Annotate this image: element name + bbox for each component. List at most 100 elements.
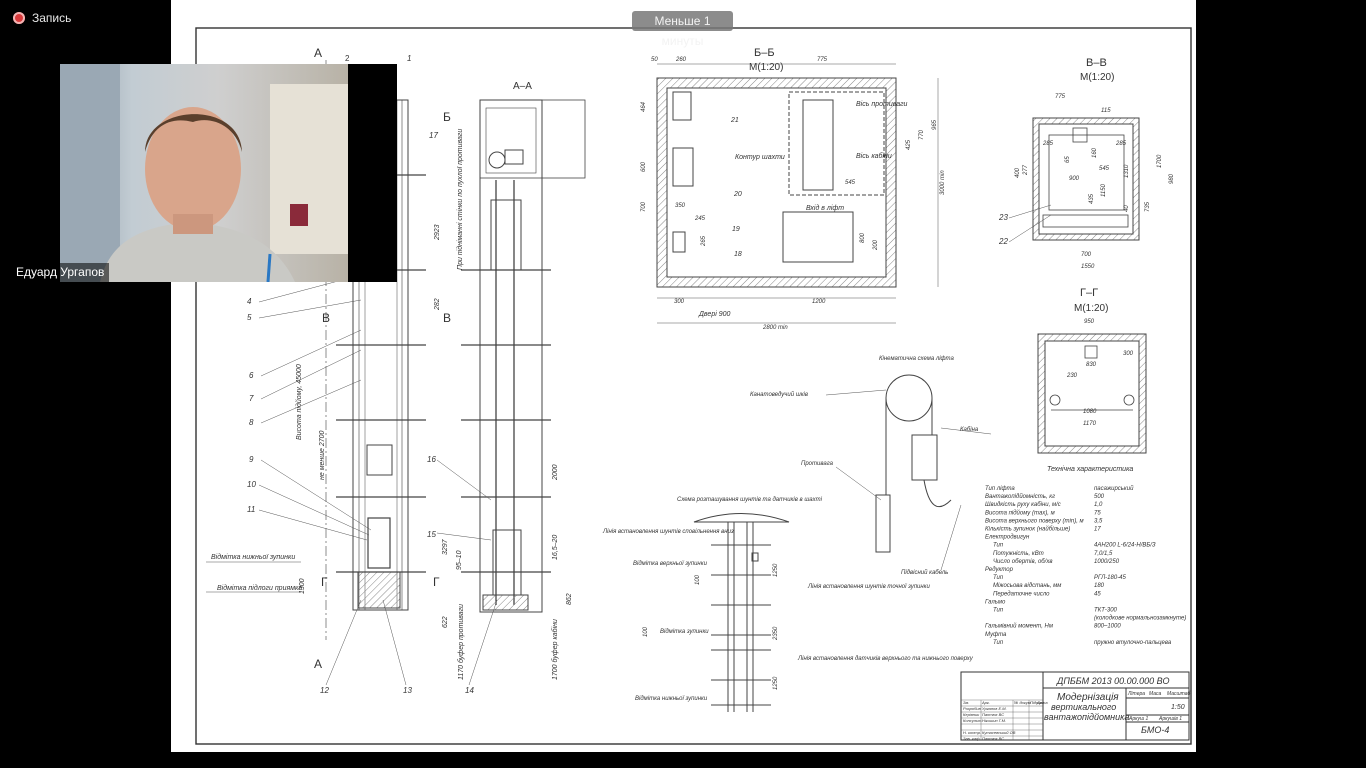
svg-text:1700 буфер кабіни: 1700 буфер кабіни xyxy=(551,619,559,680)
svg-text:22: 22 xyxy=(998,237,1008,246)
svg-text:Противага: Противага xyxy=(801,461,834,467)
svg-text:17: 17 xyxy=(429,131,438,140)
svg-text:8: 8 xyxy=(249,418,254,427)
svg-text:Модернізація: Модернізація xyxy=(1057,692,1119,703)
section-aa xyxy=(461,99,586,613)
svg-text:350: 350 xyxy=(675,203,686,209)
spec-label: Гальмо xyxy=(985,599,1006,605)
svg-text:Г: Г xyxy=(433,575,440,589)
svg-text:1150: 1150 xyxy=(1101,183,1107,197)
svg-text:БМО-4: БМО-4 xyxy=(1141,725,1169,735)
svg-text:1700: 1700 xyxy=(1157,154,1163,168)
svg-text:1300: 1300 xyxy=(299,578,306,594)
spec-value: 1,0 xyxy=(1094,502,1103,508)
svg-text:2800 min: 2800 min xyxy=(762,325,788,331)
svg-text:230: 230 xyxy=(1066,373,1078,379)
spec-value: РГЛ-180-45 xyxy=(1094,575,1127,581)
svg-text:4: 4 xyxy=(247,297,252,306)
svg-text:700: 700 xyxy=(1081,252,1092,258)
svg-text:245: 245 xyxy=(694,216,706,222)
spec-label: Кількість зупинок (найбільше) xyxy=(985,526,1070,533)
spec-value: 1000/250 xyxy=(1094,559,1120,565)
svg-text:464: 464 xyxy=(641,101,647,112)
spec-label: Тип xyxy=(993,543,1004,549)
spec-value: 17 xyxy=(1094,527,1101,533)
svg-text:622: 622 xyxy=(442,616,449,628)
svg-text:285: 285 xyxy=(1042,141,1054,147)
spec-value: 800–1000 xyxy=(1094,624,1121,630)
spec-value: 4AH200 L-6/24-Н/ВБ/З xyxy=(1094,543,1156,549)
participant-silhouette xyxy=(60,64,348,282)
svg-text:1170: 1170 xyxy=(1083,421,1097,427)
svg-text:965: 965 xyxy=(932,119,938,130)
svg-text:425: 425 xyxy=(906,139,912,150)
svg-text:Контур шахти: Контур шахти xyxy=(735,154,785,161)
title-block-cell: Консульт. xyxy=(963,718,982,723)
svg-text:Відмітка нижньої зупинки: Відмітка нижньої зупинки xyxy=(635,696,708,702)
title-block-cell: Ургапов Е.М. xyxy=(982,706,1007,711)
svg-text:Літера: Літера xyxy=(1127,691,1145,697)
svg-text:М(1:20): М(1:20) xyxy=(1074,303,1108,314)
spec-label: Тип xyxy=(993,608,1004,614)
svg-text:ДПББМ 2013 00.00.000 ВО: ДПББМ 2013 00.00.000 ВО xyxy=(1056,676,1169,686)
recording-indicator[interactable]: Запись xyxy=(13,11,71,25)
level-leaders xyxy=(206,561,301,593)
svg-text:Лінія встановлення шунтів точн: Лінія встановлення шунтів точної зупинки xyxy=(807,584,931,590)
svg-text:50: 50 xyxy=(651,57,658,63)
svg-text:95–10: 95–10 xyxy=(456,550,463,570)
svg-text:545: 545 xyxy=(1099,166,1110,172)
svg-text:100: 100 xyxy=(695,574,701,585)
svg-text:Аркуш 1: Аркуш 1 xyxy=(1128,716,1149,722)
svg-text:1: 1 xyxy=(407,54,411,63)
record-icon xyxy=(13,12,25,24)
spec-value: 75 xyxy=(1094,510,1101,516)
spec-label: Гальмівний момент, Нм xyxy=(985,623,1053,630)
svg-text:5: 5 xyxy=(247,313,252,322)
svg-text:115: 115 xyxy=(1101,108,1111,114)
svg-text:вантажопідйомника: вантажопідйомника xyxy=(1044,712,1129,722)
svg-text:А: А xyxy=(314,657,322,671)
spec-value: 3,5 xyxy=(1094,518,1103,524)
svg-text:65: 65 xyxy=(1065,156,1071,163)
spec-value: 180 xyxy=(1094,583,1105,589)
svg-text:3297: 3297 xyxy=(442,538,449,555)
svg-text:545: 545 xyxy=(845,180,856,186)
svg-text:Висота підйому, 45000: Висота підйому, 45000 xyxy=(295,364,303,440)
svg-text:10: 10 xyxy=(247,480,256,489)
svg-text:200: 200 xyxy=(873,239,879,251)
webcam-tile[interactable]: Едуард Ургапов xyxy=(11,64,397,282)
svg-text:19: 19 xyxy=(732,226,740,233)
svg-text:435: 435 xyxy=(1089,193,1095,204)
svg-text:12: 12 xyxy=(320,686,329,695)
svg-text:1250: 1250 xyxy=(773,676,779,690)
svg-text:В: В xyxy=(322,311,330,325)
svg-text:Г–Г: Г–Г xyxy=(1080,287,1098,299)
svg-text:900: 900 xyxy=(1069,176,1080,182)
spec-value: 7,0/1,5 xyxy=(1094,551,1113,557)
svg-text:735: 735 xyxy=(1145,201,1151,212)
svg-text:9: 9 xyxy=(249,455,254,464)
part-leaders xyxy=(258,274,498,686)
svg-text:Вісь противаги: Вісь противаги xyxy=(856,100,908,108)
spec-label: Тип ліфта xyxy=(985,486,1015,492)
timer-badge: Меньше 1 минуты xyxy=(632,11,733,48)
svg-text:М(1:20): М(1:20) xyxy=(1080,72,1114,83)
svg-text:282: 282 xyxy=(434,298,441,311)
spec-label: Висота верхнього поверху (min), м xyxy=(985,518,1084,524)
title-block-cell: Розробив xyxy=(963,706,981,711)
spec-value: (колодкове нормальнозамкнуте) xyxy=(1094,616,1186,622)
svg-text:13: 13 xyxy=(403,686,412,695)
svg-text:Маса: Маса xyxy=(1149,691,1162,697)
svg-text:В: В xyxy=(443,311,451,325)
spec-label: Вантажопідйомність, кг xyxy=(985,493,1055,500)
section-markers: А 2 Б В В Г Г А А–А xyxy=(314,46,532,671)
svg-text:А: А xyxy=(314,46,322,60)
svg-text:800: 800 xyxy=(860,232,866,243)
svg-text:400: 400 xyxy=(1015,167,1021,178)
spec-label: Муфта xyxy=(985,632,1007,638)
svg-text:300: 300 xyxy=(674,299,685,305)
svg-text:265: 265 xyxy=(701,235,707,247)
svg-text:775: 775 xyxy=(817,57,828,63)
svg-text:1200: 1200 xyxy=(812,299,826,305)
